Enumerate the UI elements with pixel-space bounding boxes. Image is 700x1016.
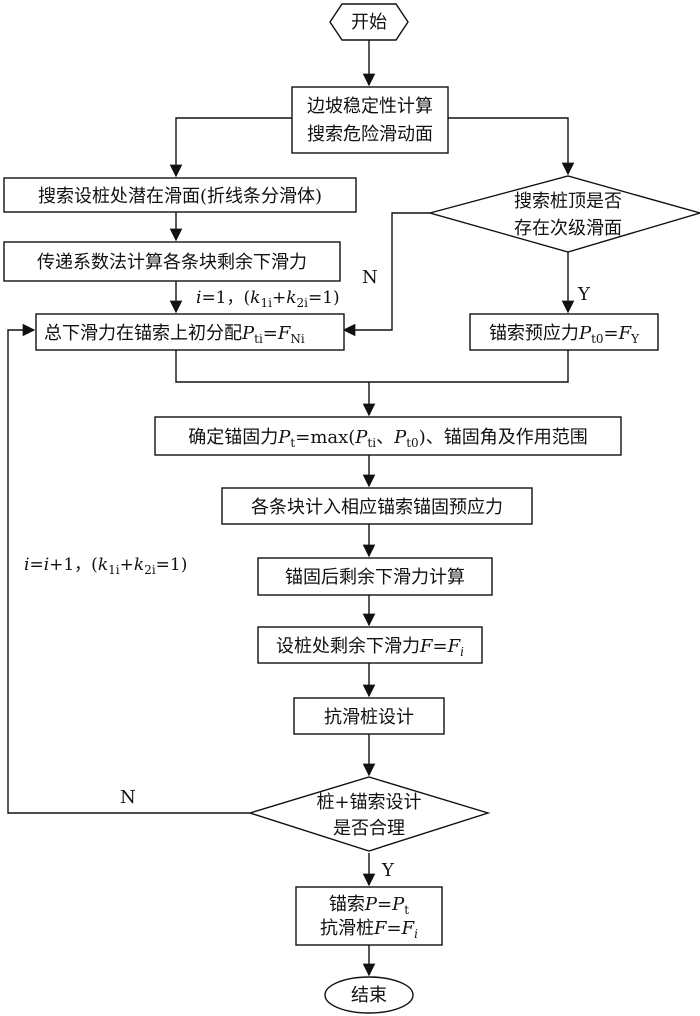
transfer-label: 传递系数法计算各条块剩余下滑力 xyxy=(37,252,307,273)
final-label-line2: 抗滑桩F=Fi xyxy=(320,918,418,941)
node-end: 结束 xyxy=(324,976,414,1014)
label-no-check: N xyxy=(120,787,136,808)
label-no-subslide: N xyxy=(362,267,378,288)
init-label: i=1，(k1i+k2i=1) xyxy=(196,288,340,310)
diamond-subslide-line2: 存在次级滑面 xyxy=(514,218,622,239)
node-calc: 边坡稳定性计算 搜索危险滑动面 xyxy=(291,86,449,154)
final-label-line1: 锚索P=Pt xyxy=(329,894,409,917)
residual-pile-label: 设桩处剩余下滑力F=Fi xyxy=(276,636,464,659)
anchor-force-label: 确定锚固力Pt=max(Pti、Pt0)、锚固角及作用范围 xyxy=(188,427,587,450)
node-prestress: 锚索预应力Pt0=FY xyxy=(469,313,659,351)
node-pile-design: 抗滑桩设计 xyxy=(293,697,445,735)
node-distribute: 总下滑力在锚索上初分配Pti=FNi xyxy=(35,313,345,351)
start-label: 开始 xyxy=(351,12,387,33)
node-diamond-subslide: 搜索桩顶是否 存在次级滑面 xyxy=(427,175,700,253)
loop-label: i=i+1，(k1i+k2i=1) xyxy=(24,555,187,577)
edge-check-no xyxy=(7,323,250,814)
end-label: 结束 xyxy=(351,985,387,1006)
diamond-check-line1: 桩+锚索设计 xyxy=(316,792,421,813)
distribute-label: 总下滑力在锚索上初分配Pti=FNi xyxy=(44,323,305,346)
residual-after-label: 锚固后剩余下滑力计算 xyxy=(285,567,465,588)
edge-calc-searchpile xyxy=(169,117,292,178)
edge-diamond-no xyxy=(342,212,430,337)
node-start: 开始 xyxy=(329,3,409,41)
node-transfer: 传递系数法计算各条块剩余下滑力 xyxy=(3,241,341,282)
connectors xyxy=(7,40,575,977)
diamond-check-line2: 是否合理 xyxy=(333,818,405,839)
calc-label-line1: 边坡稳定性计算 xyxy=(307,96,433,117)
label-yes-check: Y xyxy=(381,860,395,881)
pile-design-label: 抗滑桩设计 xyxy=(324,707,414,728)
edge-merge xyxy=(175,350,569,383)
node-residual-after: 锚固后剩余下滑力计算 xyxy=(257,557,493,596)
edge-calc-diamond xyxy=(448,117,575,176)
diamond-subslide-line1: 搜索桩顶是否 xyxy=(514,191,622,212)
each-block-label: 各条块计入相应锚索锚固预应力 xyxy=(251,497,503,518)
node-each-block: 各条块计入相应锚索锚固预应力 xyxy=(221,487,533,525)
node-diamond-check: 桩+锚索设计 是否合理 xyxy=(247,776,491,852)
node-residual-pile: 设桩处剩余下滑力F=Fi xyxy=(257,626,483,664)
node-search-pile: 搜索设桩处潜在滑面(折线条分滑体) xyxy=(3,177,357,213)
node-anchor-force: 确定锚固力Pt=max(Pti、Pt0)、锚固角及作用范围 xyxy=(154,416,622,456)
calc-label-line2: 搜索危险滑动面 xyxy=(307,124,433,145)
node-final: 锚索P=Pt 抗滑桩F=Fi xyxy=(295,886,443,946)
prestress-label: 锚索预应力Pt0=FY xyxy=(489,323,640,346)
search-pile-label: 搜索设桩处潜在滑面(折线条分滑体) xyxy=(38,186,322,207)
label-yes-subslide: Y xyxy=(577,284,591,305)
